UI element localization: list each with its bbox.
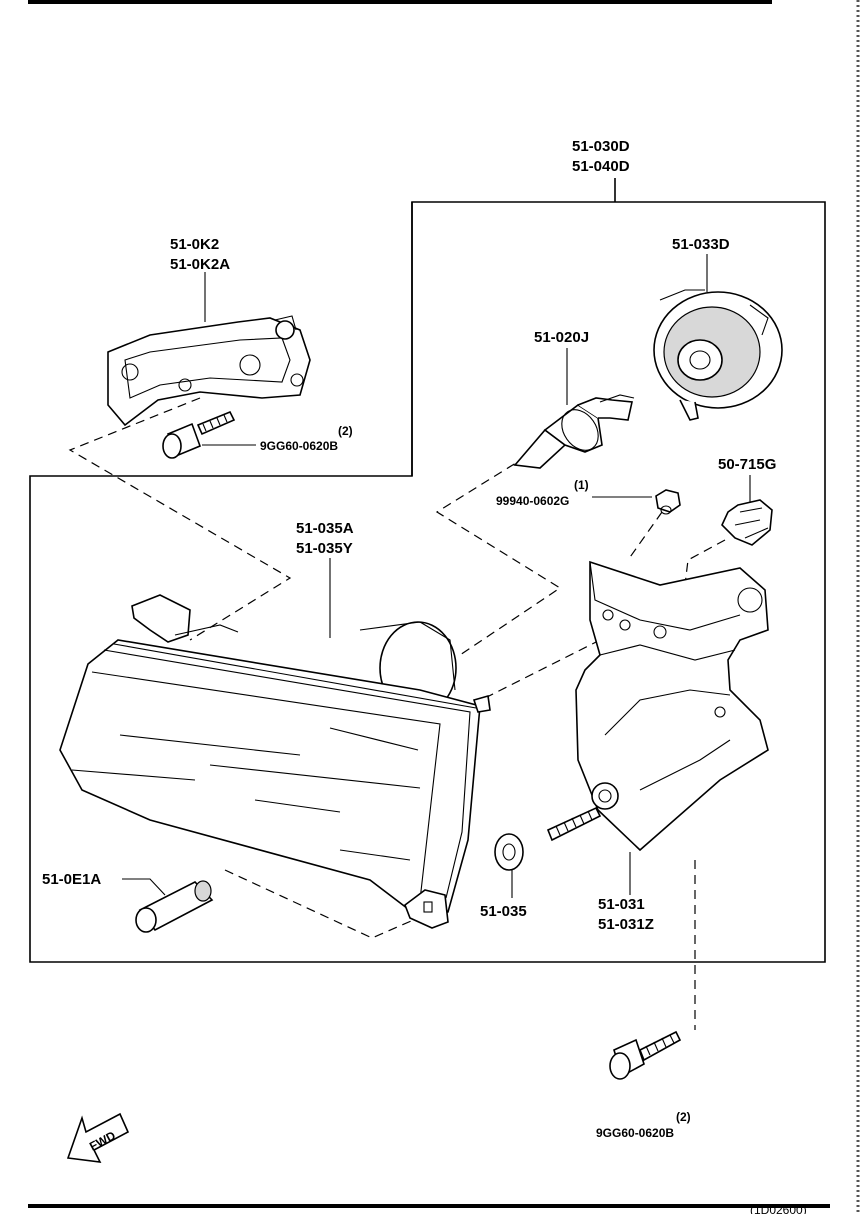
label-washer: 51-035 [480,903,527,920]
bulb-socket [653,289,783,421]
reference-code: (1D02600) [750,1203,807,1214]
bulb-guide-line [435,447,562,656]
label-housing-2: 51-031Z [598,916,654,933]
label-assembly-1: 51-030D [572,138,630,155]
label-bolt-top-qty: (2) [338,424,353,438]
fwd-arrow-icon: FWD [66,1112,130,1163]
adjuster-grommet [135,880,214,933]
label-lens-2: 51-035Y [296,540,353,557]
hex-nut [655,489,681,515]
nut-guide-line [627,511,663,561]
label-bolt-top: 9GG60-0620B [260,439,338,453]
halogen-bulb [513,394,635,469]
headlamp-housing [575,560,769,852]
label-lens-1: 51-035A [296,520,354,537]
label-nut-qty: (1) [574,478,589,492]
bottom-bolt [609,1030,682,1080]
label-grommet: 51-0E1A [42,871,101,888]
label-housing-1: 51-031 [598,896,645,913]
retaining-clip [721,499,773,546]
label-bolt-bottom-qty: (2) [676,1110,691,1124]
label-clip: 50-715G [718,456,776,473]
grommet-leader [122,878,166,896]
bracket-guide-line [68,397,292,641]
flat-washer [494,833,524,871]
label-bracket-1: 51-0K2 [170,236,219,253]
label-socket: 51-033D [672,236,730,253]
label-bulb: 51-020J [534,329,589,346]
label-bracket-2: 51-0K2A [170,256,230,273]
label-bolt-bottom: 9GG60-0620B [596,1126,674,1140]
mounting-bracket [107,315,311,427]
label-assembly-2: 51-040D [572,158,630,175]
bracket-bolt [162,410,236,459]
headlamp-lens-unit [59,594,491,929]
housing-stud-bolt [546,806,602,842]
label-nut: 99940-0602G [496,494,569,508]
